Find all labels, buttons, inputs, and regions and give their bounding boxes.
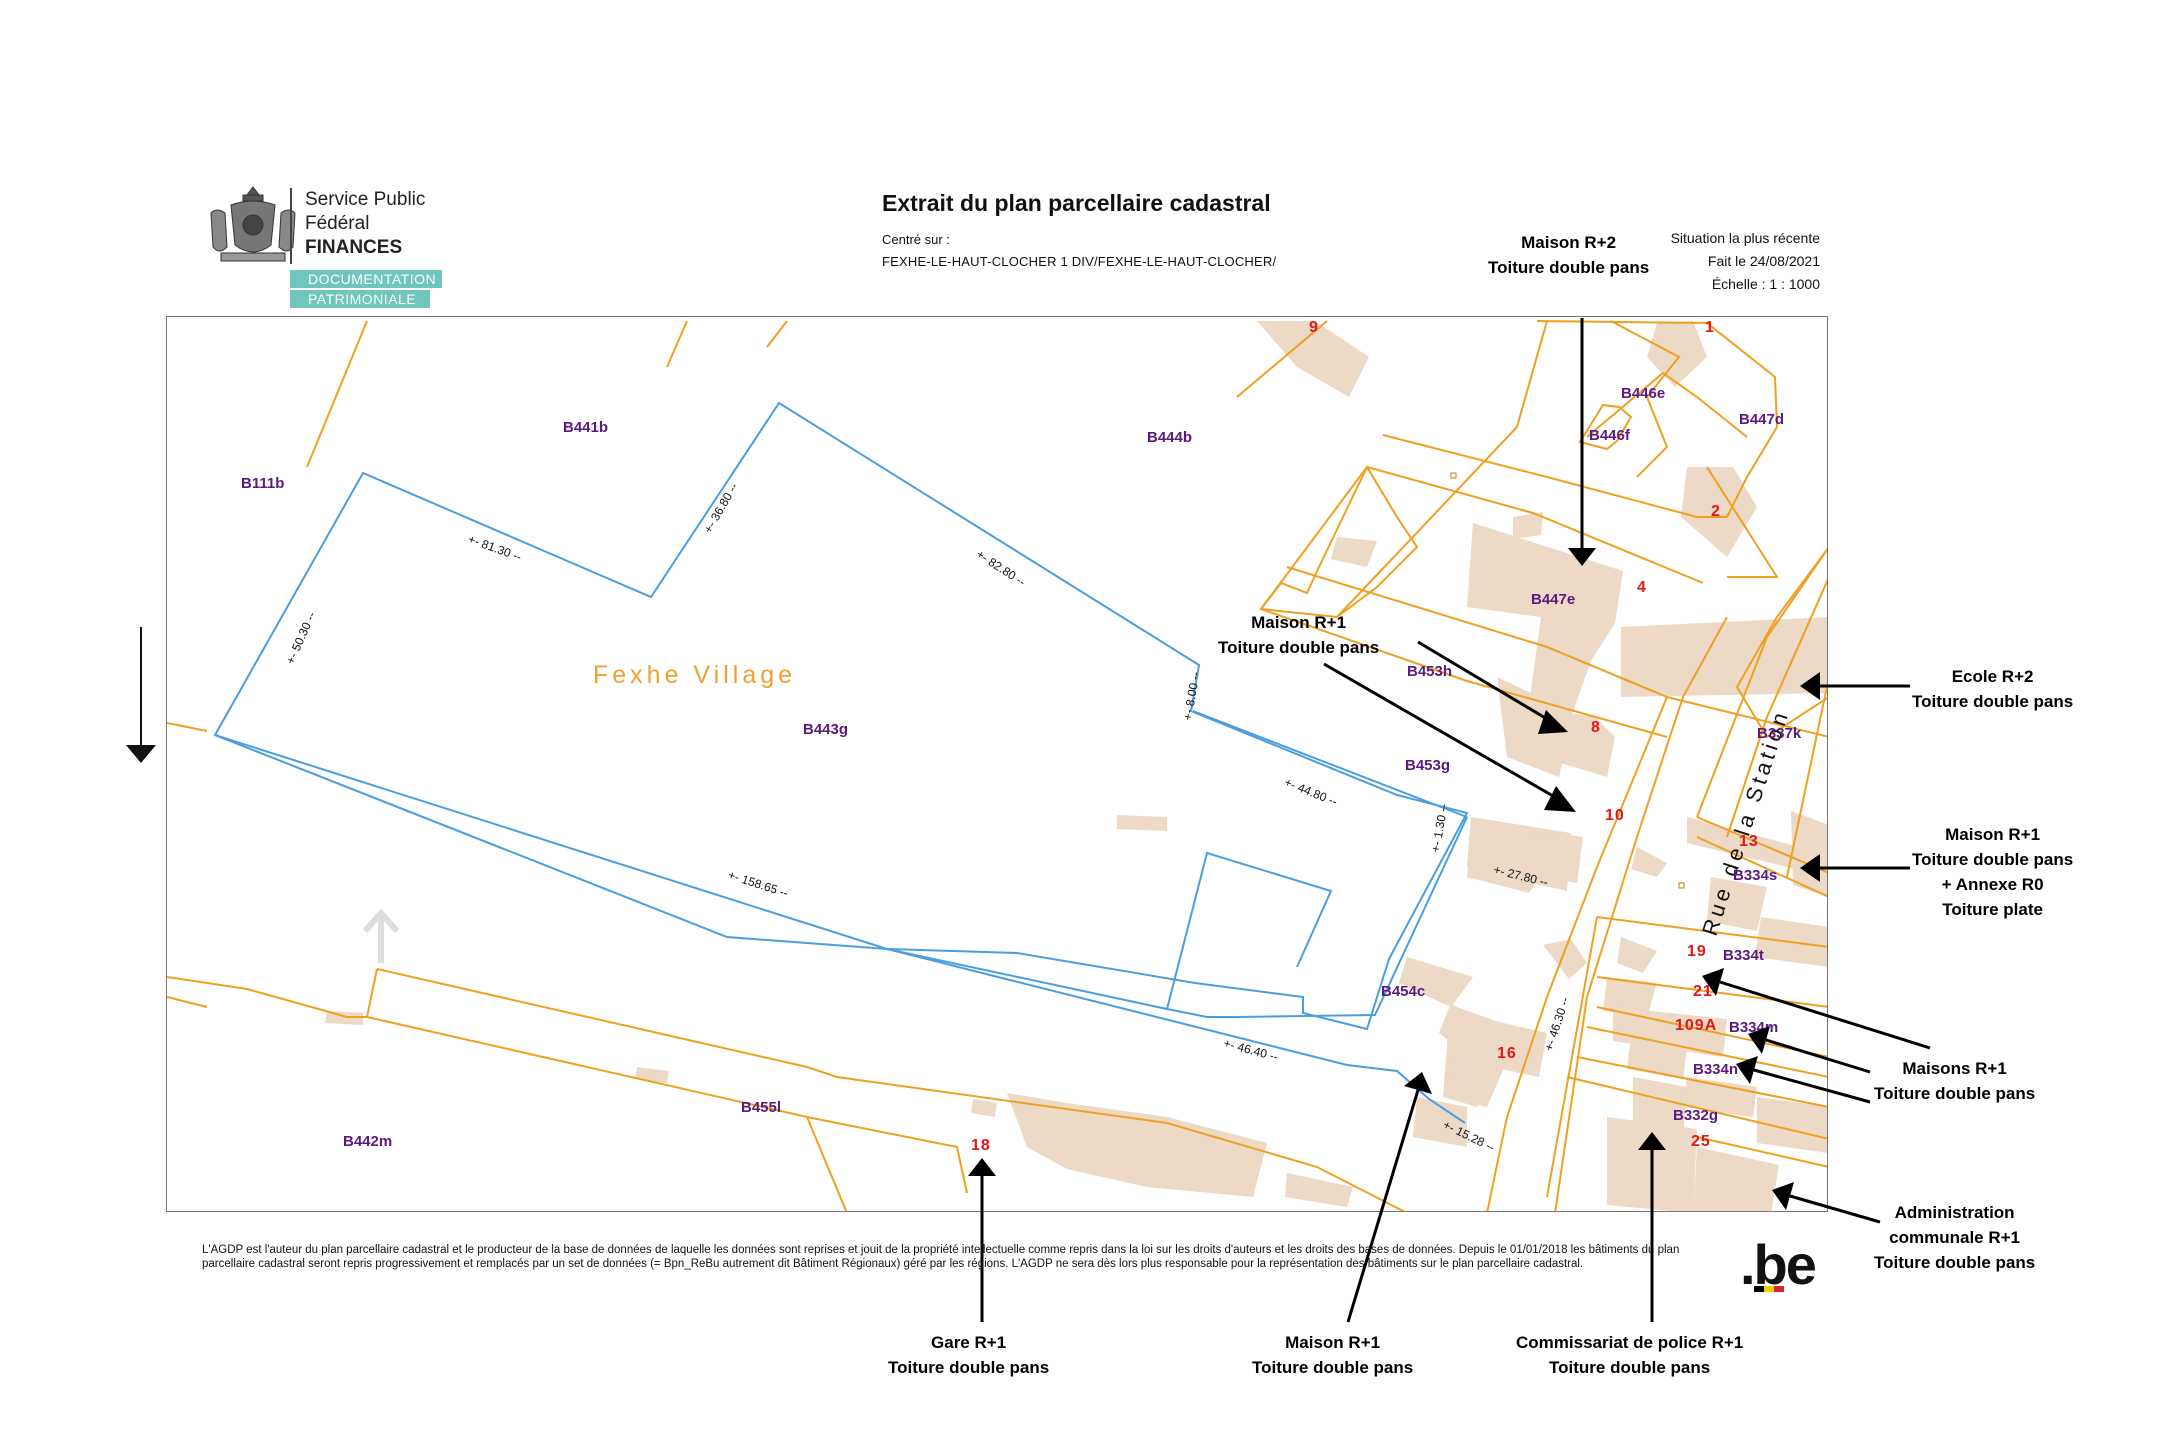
parcel-B455l[interactable]: B455l bbox=[741, 1099, 782, 1116]
annotation-gare: Gare R+1 Toiture double pans bbox=[888, 1330, 1049, 1380]
parcel-B337k[interactable]: B337k bbox=[1757, 725, 1802, 742]
annotation-line: + Annexe R0 bbox=[1941, 875, 2044, 894]
house-number-9: 9 bbox=[1309, 319, 1319, 336]
annotation-line: communale R+1 bbox=[1889, 1228, 2021, 1247]
spf-line-1: Service Public bbox=[305, 189, 426, 210]
cadastral-map[interactable]: Fexhe Village Rue de la Station B111b B4… bbox=[166, 316, 1828, 1212]
annotation-line: Toiture double pans bbox=[1218, 638, 1380, 657]
annotation-line: Maisons R+1 bbox=[1902, 1059, 2007, 1078]
parcel-B332g[interactable]: B332g bbox=[1673, 1107, 1719, 1124]
parcel-B447d[interactable]: B447d bbox=[1739, 411, 1785, 428]
parcel-B453g[interactable]: B453g bbox=[1405, 757, 1451, 774]
house-number-8: 8 bbox=[1591, 719, 1601, 736]
house-number-2: 2 bbox=[1711, 503, 1721, 520]
be-logo: .be bbox=[1740, 1233, 1820, 1296]
doc-tag-documentation: DOCUMENTATION bbox=[290, 270, 442, 288]
house-number-10: 10 bbox=[1605, 807, 1625, 824]
belgian-coat-of-arms-logo bbox=[203, 183, 303, 273]
be-logo-text: .be bbox=[1740, 1233, 1817, 1296]
parcel-B446e[interactable]: B446e bbox=[1621, 385, 1666, 402]
situation-text: Situation la plus récente bbox=[1670, 230, 1820, 246]
annotation-maison-annexe: Maison R+1 Toiture double pans + Annexe … bbox=[1912, 822, 2073, 922]
annotation-line: Maison R+1 bbox=[1285, 1333, 1381, 1352]
spf-line-2: Fédéral bbox=[305, 213, 370, 234]
parcel-B334m[interactable]: B334m bbox=[1729, 1019, 1779, 1036]
parcel-B334n[interactable]: B334n bbox=[1693, 1061, 1739, 1078]
map-geometry bbox=[167, 320, 1827, 1211]
parcel-B441b[interactable]: B441b bbox=[563, 419, 609, 436]
annotation-line: Toiture double pans bbox=[1874, 1253, 2036, 1272]
spf-line-3: FINANCES bbox=[305, 237, 403, 258]
house-number-19: 19 bbox=[1687, 943, 1707, 960]
scroll-down-arrow-icon bbox=[126, 627, 156, 763]
annotation-line: Toiture double pans bbox=[1488, 258, 1650, 277]
annotation-line: Commissariat de police R+1 bbox=[1516, 1333, 1744, 1352]
annotation-line: Toiture double pans bbox=[1252, 1358, 1414, 1377]
annotation-line: Maison R+1 bbox=[1945, 825, 2041, 844]
annotation-line: Toiture double pans bbox=[1549, 1358, 1711, 1377]
annotation-line: Toiture double pans bbox=[1912, 692, 2074, 711]
annotation-line: Gare R+1 bbox=[931, 1333, 1007, 1352]
date-text: Fait le 24/08/2021 bbox=[1707, 253, 1820, 269]
annotation-line: Administration bbox=[1894, 1203, 2015, 1222]
annotation-line: Maison R+2 bbox=[1521, 233, 1617, 252]
house-number-21: 21 bbox=[1693, 983, 1713, 1000]
annotation-police: Commissariat de police R+1 Toiture doubl… bbox=[1516, 1330, 1743, 1380]
parcel-B334t[interactable]: B334t bbox=[1723, 947, 1764, 964]
house-number-109A: 109A bbox=[1675, 1017, 1718, 1034]
annotation-maison-r1-top: Maison R+1 Toiture double pans bbox=[1218, 610, 1379, 660]
parcel-B446f[interactable]: B446f bbox=[1589, 427, 1630, 444]
parcel-B447e[interactable]: B447e bbox=[1531, 591, 1576, 608]
centre-label: Centré sur : bbox=[882, 232, 950, 247]
centre-value: FEXHE-LE-HAUT-CLOCHER 1 DIV/FEXHE-LE-HAU… bbox=[882, 254, 1277, 269]
doc-tag-patrimoniale: PATRIMONIALE bbox=[290, 290, 430, 308]
annotation-line: Maison R+1 bbox=[1251, 613, 1347, 632]
annotation-line: Toiture double pans bbox=[1874, 1084, 2036, 1103]
house-number-25: 25 bbox=[1691, 1133, 1711, 1150]
place-name-label: Fexhe Village bbox=[593, 661, 797, 689]
parcel-B334s[interactable]: B334s bbox=[1733, 867, 1778, 884]
parcel-B444b[interactable]: B444b bbox=[1147, 429, 1193, 446]
annotation-maison-r1-bottom: Maison R+1 Toiture double pans bbox=[1252, 1330, 1413, 1380]
house-number-13: 13 bbox=[1739, 833, 1759, 850]
annotation-maisons-r1: Maisons R+1 Toiture double pans bbox=[1874, 1056, 2035, 1106]
annotation-line: Ecole R+2 bbox=[1951, 667, 2034, 686]
annotation-ecole: Ecole R+2 Toiture double pans bbox=[1912, 664, 2073, 714]
logo-divider bbox=[290, 188, 292, 264]
page-title: Extrait du plan parcellaire cadastral bbox=[882, 190, 1271, 216]
parcel-B442m[interactable]: B442m bbox=[343, 1133, 393, 1150]
annotation-administration: Administration communale R+1 Toiture dou… bbox=[1874, 1200, 2035, 1275]
house-number-1: 1 bbox=[1705, 319, 1715, 336]
annotation-line: Toiture plate bbox=[1942, 900, 2043, 919]
disclaimer-text: L'AGDP est l'auteur du plan parcellaire … bbox=[202, 1244, 1680, 1270]
annotation-line: Toiture double pans bbox=[1912, 850, 2074, 869]
house-number-16: 16 bbox=[1497, 1045, 1517, 1062]
belgian-flag-icon bbox=[1754, 1286, 1784, 1292]
house-number-18: 18 bbox=[971, 1137, 991, 1154]
annotation-maison-r2: Maison R+2 Toiture double pans bbox=[1488, 230, 1649, 280]
parcel-B111b[interactable]: B111b bbox=[241, 475, 285, 492]
annotation-line: Toiture double pans bbox=[888, 1358, 1050, 1377]
parcel-B443g[interactable]: B443g bbox=[803, 721, 849, 738]
parcel-B453h[interactable]: B453h bbox=[1407, 663, 1453, 680]
scale-text: Échelle : 1 : 1000 bbox=[1711, 276, 1820, 292]
house-number-4: 4 bbox=[1637, 579, 1647, 596]
parcel-B454c[interactable]: B454c bbox=[1381, 983, 1426, 1000]
